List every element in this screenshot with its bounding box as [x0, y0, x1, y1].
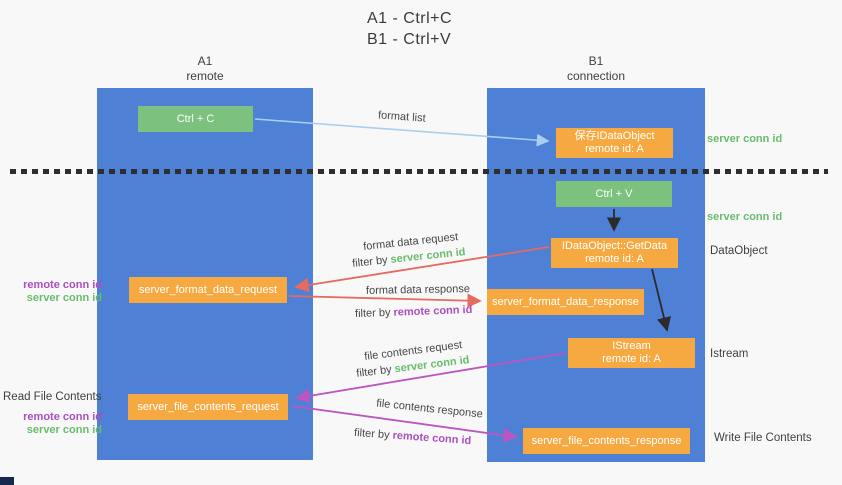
server-conn-id-annotation-left-bottom: server conn id — [26, 424, 102, 436]
istream-label: IStream — [612, 340, 651, 352]
idataobject-getdata-box: IDataObject::GetData remote id: A — [551, 238, 678, 268]
remote-conn-id-highlight: remote conn id — [392, 429, 472, 448]
filter-by-text: filter by — [351, 253, 392, 270]
ctrl-v-box: Ctrl + V — [556, 181, 672, 207]
lifeline-b1-name: B1 — [588, 54, 604, 68]
server-file-contents-response-label: server_file_contents_response — [531, 434, 682, 447]
server-file-contents-request-label: server_file_contents_request — [137, 400, 279, 413]
server-format-data-request-box: server_format_data_request — [129, 277, 287, 303]
remote-conn-id-annotation-top: remote conn id — [23, 279, 102, 291]
istream-remote-id: remote id: A — [602, 353, 661, 365]
save-idataobject-box: 保存IDataObject remote id: A — [556, 128, 673, 158]
server-conn-id-annotation-left-top: server conn id — [26, 292, 102, 304]
ctrl-c-box: Ctrl + C — [138, 106, 253, 132]
server-format-data-response-box: server_format_data_response — [487, 289, 644, 315]
format-data-response-filter-label: filter by remote conn id — [355, 304, 473, 320]
ctrl-v-label: Ctrl + V — [595, 187, 633, 200]
getdata-label: IDataObject::GetData — [561, 240, 668, 252]
server-conn-id-annotation-mid: server conn id — [707, 211, 783, 223]
lifeline-header-a1: A1 remote — [97, 54, 313, 84]
server-conn-id-annotation-top: server conn id — [707, 133, 783, 145]
remote-conn-id-annotation-bottom: remote conn id — [23, 411, 102, 423]
read-file-contents-annotation: Read File Contents — [3, 391, 102, 403]
file-contents-response-filter-label: filter by remote conn id — [354, 427, 472, 447]
write-file-contents-annotation: Write File Contents — [714, 432, 812, 444]
server-format-data-response-label: server_format_data_response — [492, 295, 639, 308]
filter-by-text: filter by — [355, 363, 396, 380]
taskbar-corner-fragment — [0, 477, 14, 485]
remote-conn-id-highlight: remote conn id — [393, 303, 473, 319]
lifeline-header-b1: B1 connection — [487, 54, 705, 84]
dataobject-annotation: DataObject — [710, 245, 768, 257]
server-file-contents-request-box: server_file_contents_request — [128, 394, 288, 420]
title-line-b1: B1 - Ctrl+V — [367, 31, 452, 48]
save-idataobject-label: 保存IDataObject — [574, 130, 655, 142]
copy-paste-separator-line — [10, 169, 828, 174]
format-data-response-label: format data response — [365, 283, 471, 297]
server-conn-id-highlight: server conn id — [389, 246, 467, 266]
lifeline-a1-role: remote — [186, 69, 224, 83]
ctrl-c-label: Ctrl + C — [176, 112, 215, 125]
save-idataobject-remote-id: remote id: A — [585, 143, 644, 155]
file-contents-response-label: file contents response — [375, 397, 484, 421]
lifeline-a1-name: A1 — [197, 54, 213, 68]
server-file-contents-response-box: server_file_contents_response — [523, 428, 690, 454]
diagram-title: A1 - Ctrl+C B1 - Ctrl+V — [367, 8, 452, 50]
getdata-remote-id: remote id: A — [585, 253, 644, 265]
server-format-data-request-label: server_format_data_request — [138, 283, 278, 296]
istream-annotation: Istream — [710, 348, 749, 360]
lifeline-b1-role: connection — [566, 69, 626, 83]
format-data-response-arrow — [288, 293, 482, 308]
filter-by-text: filter by — [353, 426, 393, 442]
istream-box: IStream remote id: A — [568, 338, 695, 368]
filter-by-text: filter by — [354, 306, 394, 321]
format-list-label: format list — [377, 109, 427, 125]
title-line-a1: A1 - Ctrl+C — [367, 10, 453, 27]
